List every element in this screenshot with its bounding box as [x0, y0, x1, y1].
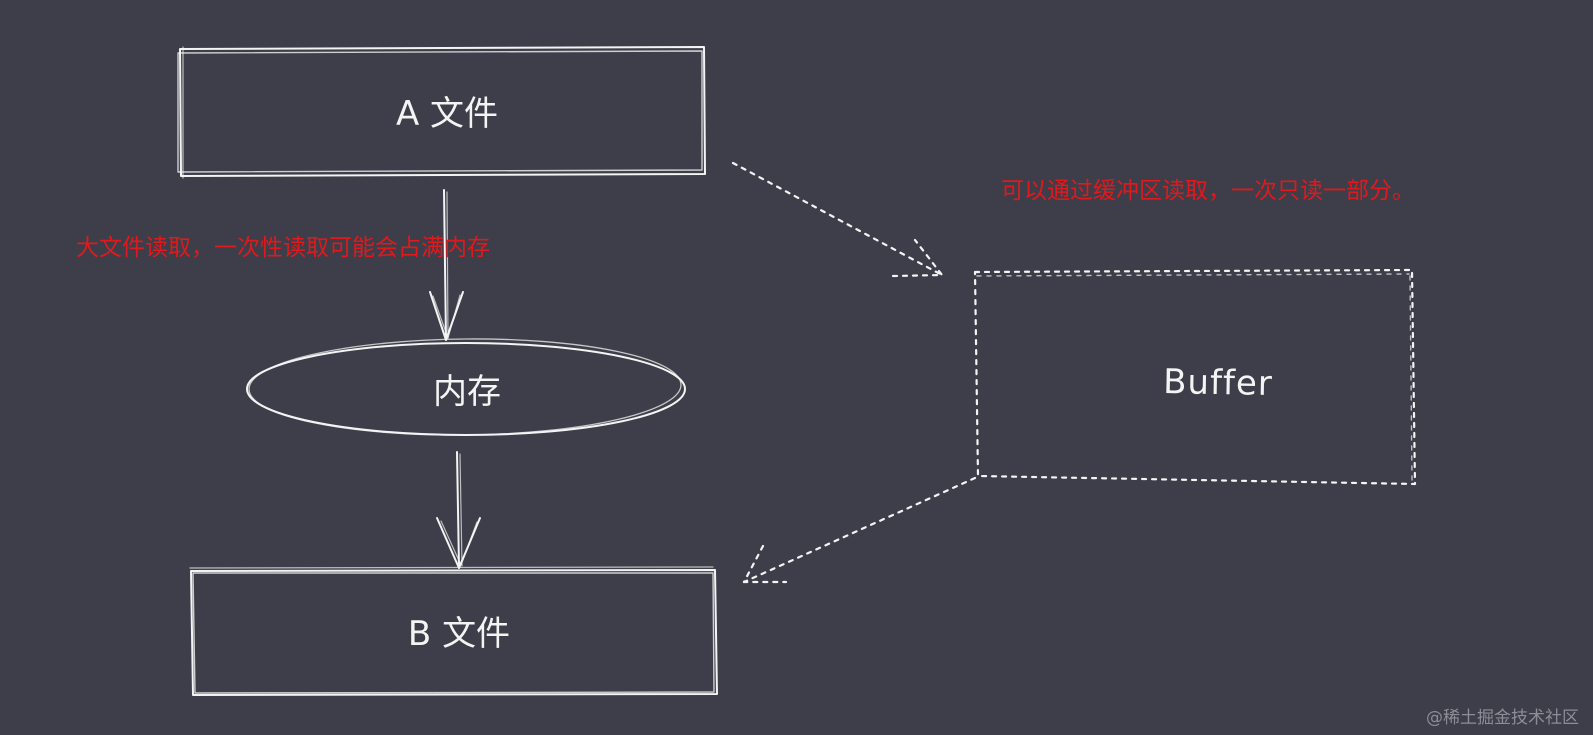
watermark: @稀土掘金技术社区	[1426, 708, 1579, 728]
arrow-buffer-to-b	[742, 476, 977, 584]
buffer-label: Buffer	[1162, 362, 1274, 404]
buffer-box	[973, 268, 1417, 486]
file-a-label: A 文件	[395, 94, 499, 134]
file-a-box	[177, 46, 706, 179]
file-b-box	[189, 566, 718, 696]
memory-ellipse	[246, 338, 686, 436]
arrow-a-to-buffer	[731, 161, 944, 278]
large-file-annotation: 大文件读取，一次性读取可能会占满内存	[76, 235, 490, 261]
arrow-a-to-memory	[429, 189, 464, 341]
file-b-label: B 文件	[407, 614, 511, 654]
memory-label: 内存	[433, 372, 501, 412]
arrow-memory-to-b	[436, 451, 481, 569]
buffer-annotation: 可以通过缓冲区读取，一次只读一部分。	[1001, 178, 1415, 204]
